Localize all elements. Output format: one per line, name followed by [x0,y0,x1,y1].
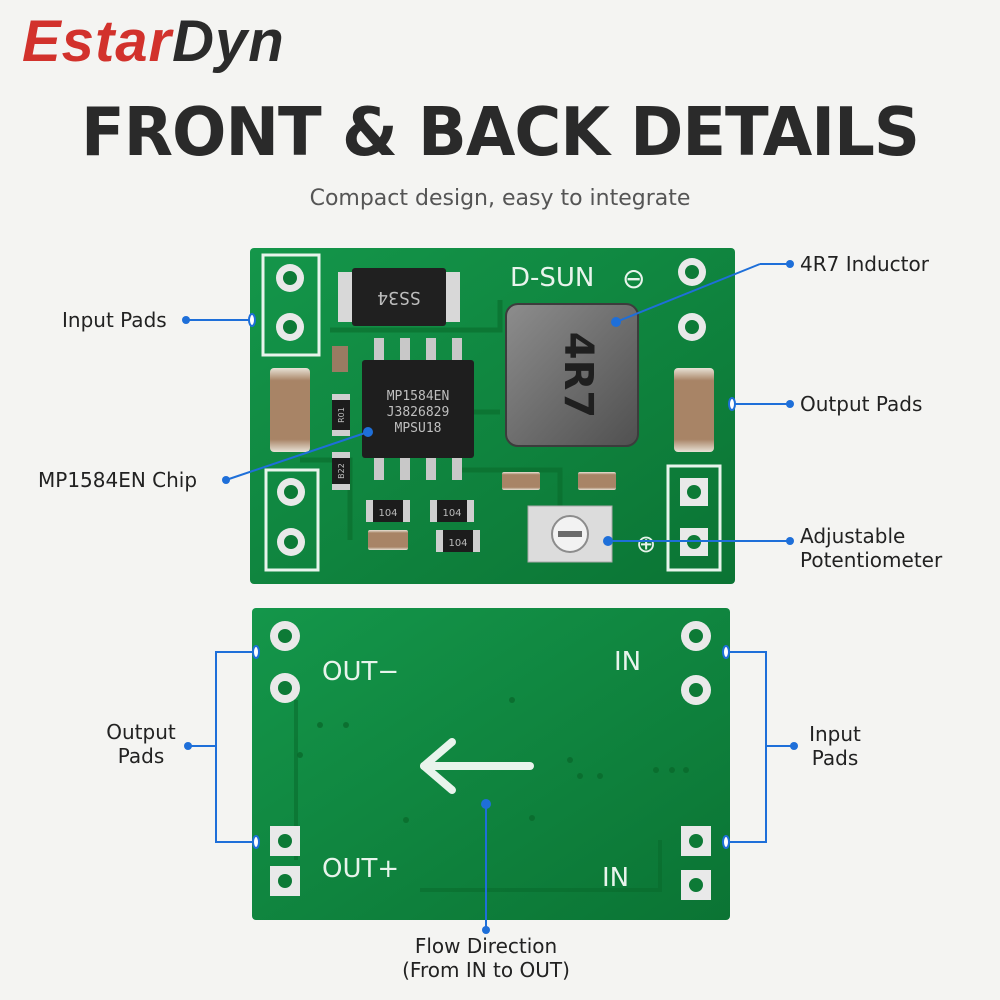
label-output-pads-back-line2: Pads [117,744,165,768]
brand-logo-part2: Dyn [172,9,285,74]
label-potentiometer: Adjustable Potentiometer [800,524,942,572]
resistor-104-b-marking: 104 [442,508,461,519]
silk-out-minus: OUT− [322,657,399,687]
resistor-104-a-marking: 104 [378,508,397,519]
callout-dots [182,260,798,934]
label-output-pads-back-line1: Output [106,720,176,744]
back-pad-in-top-2 [681,675,711,705]
silk-minus-icon: ⊖ [622,262,645,295]
back-pad-in-bottom-1 [681,826,711,856]
silk-plus-icon: ⊕ [636,530,656,558]
front-traces [300,300,563,540]
front-output-pad-1 [680,478,708,506]
smd-cap-3 [368,530,408,550]
back-pad-out-minus-2 [270,673,300,703]
callout-rings [248,313,736,849]
smd-cap-small [332,346,348,372]
back-pad-in-bottom-2 [681,870,711,900]
back-board: OUT− OUT+ IN IN [252,608,730,920]
flow-arrow-icon [420,738,534,794]
inductor-marking: 4R7 [555,332,601,418]
label-output-pads-front: Output Pads [800,392,923,416]
label-inductor: 4R7 Inductor [800,252,929,276]
smd-b22-marking: B22 [337,463,346,479]
brand-logo: EstarDyn [22,8,285,75]
resistor-104-c: 104 [436,530,480,552]
front-input-pad-1 [276,264,304,292]
brand-logo-part1: Estar [22,9,173,74]
front-left-pad-1 [277,478,305,506]
smd-b22: B22 [332,452,350,490]
label-potentiometer-line2: Potentiometer [800,548,943,572]
input-capacitor [270,368,310,452]
resistor-104-c-marking: 104 [448,538,467,549]
4r7-inductor [505,303,639,447]
front-left-pad-2 [277,528,305,556]
mp1584en-chip [362,360,474,458]
label-flow-line2: (From IN to OUT) [402,958,570,982]
chip-line-2: J3826829 [387,405,450,420]
headline: FRONT & BACK DETAILS [81,94,920,172]
resistor-104-b: 104 [430,500,474,522]
smd-cap-2 [578,472,616,490]
label-potentiometer-line1: Adjustable [800,524,906,548]
front-pcb [250,248,735,584]
front-input-pad-2 [276,313,304,341]
front-input-pad-frame [261,253,321,357]
back-vias [297,697,689,823]
output-capacitor [674,368,714,452]
smd-r01: R01 [332,394,350,436]
label-flow-direction: Flow Direction (From IN to OUT) [386,934,586,982]
front-pad-right-mid [678,313,706,341]
silk-out-plus: OUT+ [322,854,399,884]
back-pad-out-minus-1 [270,621,300,651]
front-left-pad-frame [264,468,320,572]
front-pad-top-right [678,258,706,286]
chip-line-1: MP1584EN [387,389,450,404]
tagline: Compact design, easy to integrate [309,186,691,211]
silk-in-bottom: IN [602,863,629,893]
callout-lines [186,263,794,930]
label-input-pads-back: Input Pads [796,722,874,770]
back-pad-out-plus-1 [270,826,300,856]
resistor-104-a: 104 [366,500,410,522]
smd-cap-1 [502,472,540,490]
label-input-pads-back-line1: Input [809,722,861,746]
front-board: SS34 D-SUN ⊖ MP1584EN J3826829 MPSU18 R0… [250,248,735,584]
label-chip: MP1584EN Chip [38,468,198,492]
potentiometer-slot [558,531,582,537]
back-pad-in-top-1 [681,621,711,651]
silk-dsun: D-SUN [510,263,594,293]
diode [352,268,446,326]
label-input-pads-front: Input Pads [62,308,167,332]
smd-r01-marking: R01 [337,407,346,423]
front-output-pad-frame [666,464,722,572]
chip-leads [374,338,462,480]
label-output-pads-back: Output Pads [96,720,186,768]
diode-marking: SS34 [377,287,420,308]
chip-line-3: MPSU18 [395,421,442,436]
back-pad-out-plus-2 [270,866,300,896]
label-input-pads-back-line2: Pads [811,746,859,770]
label-flow-line1: Flow Direction [414,934,558,958]
silk-in-top: IN [614,647,641,677]
